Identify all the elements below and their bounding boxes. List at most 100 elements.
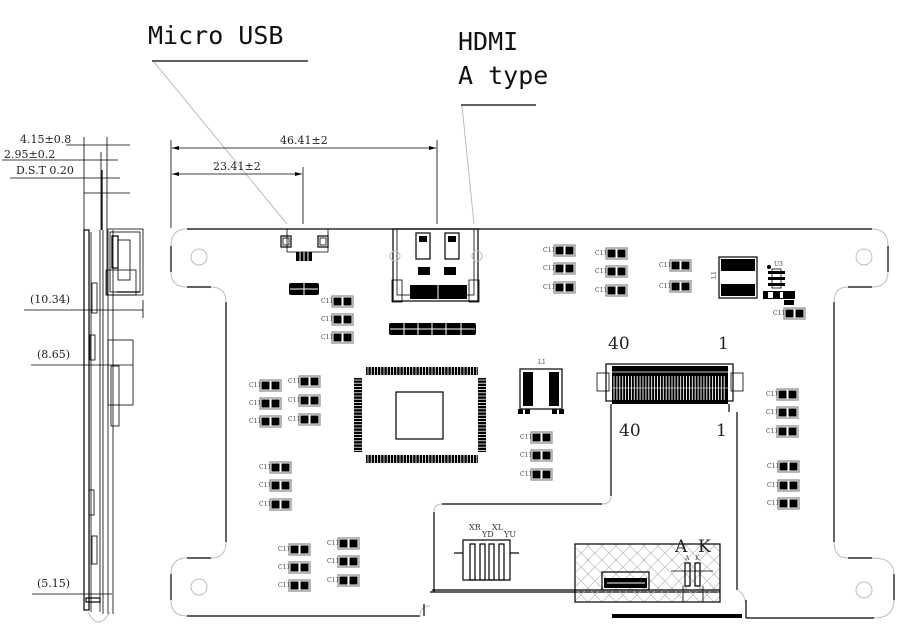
capacitor-pad bbox=[333, 333, 342, 342]
capacitor-pad bbox=[795, 309, 804, 318]
capacitor-pad bbox=[300, 377, 309, 386]
capacitor: C11 bbox=[767, 497, 800, 510]
fpc-pin-40-bottom: 40 bbox=[619, 421, 641, 441]
capacitor-pad bbox=[542, 451, 551, 460]
capacitor-label: C11 bbox=[543, 247, 555, 254]
capacitor-pad bbox=[555, 283, 564, 292]
backlight-cathode-small: K bbox=[695, 555, 700, 562]
capacitor-label: C11 bbox=[321, 298, 333, 305]
capacitor-label: C11 bbox=[259, 464, 271, 471]
capacitor-outline bbox=[331, 295, 354, 308]
capacitor-outline bbox=[259, 415, 282, 428]
capacitor-pad bbox=[565, 283, 574, 292]
capacitor-pad bbox=[532, 433, 541, 442]
capacitor: C11 bbox=[543, 262, 576, 275]
capacitor-outline bbox=[288, 543, 311, 556]
capacitor-label: C11 bbox=[249, 400, 261, 407]
capacitor: C11 bbox=[288, 394, 321, 407]
capacitor-pad bbox=[607, 286, 616, 295]
capacitor-pad bbox=[607, 267, 616, 276]
capacitor-outline bbox=[777, 497, 800, 510]
capacitor-pad bbox=[778, 427, 787, 436]
capacitor-label: C11 bbox=[773, 310, 785, 317]
micro-usb-connector bbox=[280, 229, 329, 295]
micro-usb-leader bbox=[153, 61, 288, 225]
capacitor-pad bbox=[349, 576, 358, 585]
capacitor-outline bbox=[777, 460, 800, 473]
capacitor-outline bbox=[777, 479, 800, 492]
capacitor-label: C11 bbox=[767, 482, 779, 489]
backlight-anode-small: A bbox=[684, 555, 690, 562]
capacitor: C11 bbox=[278, 543, 311, 556]
capacitor-label: C11 bbox=[327, 577, 339, 584]
capacitor-outline bbox=[288, 579, 311, 592]
capacitor-label: C11 bbox=[766, 409, 778, 416]
capacitor-outline bbox=[298, 375, 321, 388]
capacitor-label: C11 bbox=[288, 416, 300, 423]
capacitor: C11 bbox=[249, 415, 282, 428]
capacitor-outline bbox=[269, 498, 292, 511]
capacitor-pad bbox=[339, 576, 348, 585]
capacitor-outline bbox=[530, 431, 553, 444]
capacitor-label: C11 bbox=[278, 546, 290, 553]
capacitor-outline bbox=[776, 406, 799, 419]
capacitor-outline bbox=[776, 388, 799, 401]
capacitor-outline bbox=[269, 461, 292, 474]
capacitor-label: C11 bbox=[659, 283, 671, 290]
capacitor-pad bbox=[281, 500, 290, 509]
capacitor-label: C11 bbox=[766, 391, 778, 398]
capacitor-pad bbox=[788, 408, 797, 417]
capacitor-label: C11 bbox=[595, 250, 607, 257]
label-inductor-top: L1 bbox=[711, 271, 718, 279]
capacitor-label: C11 bbox=[321, 316, 333, 323]
capacitor-pad bbox=[300, 415, 309, 424]
capacitor: C11 bbox=[520, 431, 553, 444]
capacitor-pad bbox=[271, 500, 280, 509]
capacitor-pad bbox=[617, 249, 626, 258]
capacitor: C11 bbox=[766, 425, 799, 438]
capacitor-array: C11C11C11C11C11C11C11C11C11C11C11C11C11C… bbox=[249, 244, 806, 592]
capacitor: C11 bbox=[520, 449, 553, 462]
dim-depth-hdmi: (10.34) bbox=[30, 293, 70, 306]
fpc-pin-1-bottom: 1 bbox=[716, 421, 727, 441]
capacitor-pad bbox=[565, 246, 574, 255]
side-view-dimensions: 4.15±0.8 2.95±0.2 D.S.T 0.20 (10.34) (8.… bbox=[2, 133, 144, 595]
dim-hdmi-offset: 46.41±2 bbox=[280, 134, 328, 147]
dim-depth-bottom: (5.15) bbox=[37, 577, 70, 590]
capacitor-outline bbox=[298, 413, 321, 426]
capacitor-pad bbox=[281, 481, 290, 490]
capacitor-pad bbox=[261, 399, 270, 408]
capacitor-outline bbox=[259, 379, 282, 392]
capacitor: C11 bbox=[659, 280, 692, 293]
capacitor: C11 bbox=[766, 406, 799, 419]
capacitor-label: C11 bbox=[520, 471, 532, 478]
capacitor-label: C11 bbox=[327, 558, 339, 565]
capacitor: C11 bbox=[288, 375, 321, 388]
capacitor: C11 bbox=[249, 379, 282, 392]
capacitor-label: C11 bbox=[659, 262, 671, 269]
fpc-connector: 40 1 40 1 bbox=[596, 334, 744, 441]
capacitor: C11 bbox=[288, 413, 321, 426]
capacitor: C11 bbox=[321, 295, 354, 308]
capacitor-outline bbox=[605, 284, 628, 297]
capacitor-pad bbox=[789, 462, 798, 471]
capacitor-pad bbox=[779, 462, 788, 471]
capacitor-pad bbox=[542, 470, 551, 479]
capacitor-pad bbox=[343, 315, 352, 324]
side-view bbox=[83, 228, 144, 623]
capacitor-pad bbox=[349, 539, 358, 548]
capacitor-pad bbox=[779, 481, 788, 490]
capacitor: C11 bbox=[249, 397, 282, 410]
capacitor-label: C11 bbox=[278, 582, 290, 589]
dim-usb-offset: 23.41±2 bbox=[213, 160, 261, 173]
capacitor: C11 bbox=[321, 313, 354, 326]
capacitor-label: C11 bbox=[288, 397, 300, 404]
capacitor-outline bbox=[669, 280, 692, 293]
capacitor-label: C11 bbox=[327, 540, 339, 547]
capacitor: C11 bbox=[543, 281, 576, 294]
capacitor-pad bbox=[310, 377, 319, 386]
touch-label-xr: XR bbox=[469, 523, 482, 532]
capacitor-pad bbox=[339, 539, 348, 548]
capacitor-label: C11 bbox=[595, 268, 607, 275]
